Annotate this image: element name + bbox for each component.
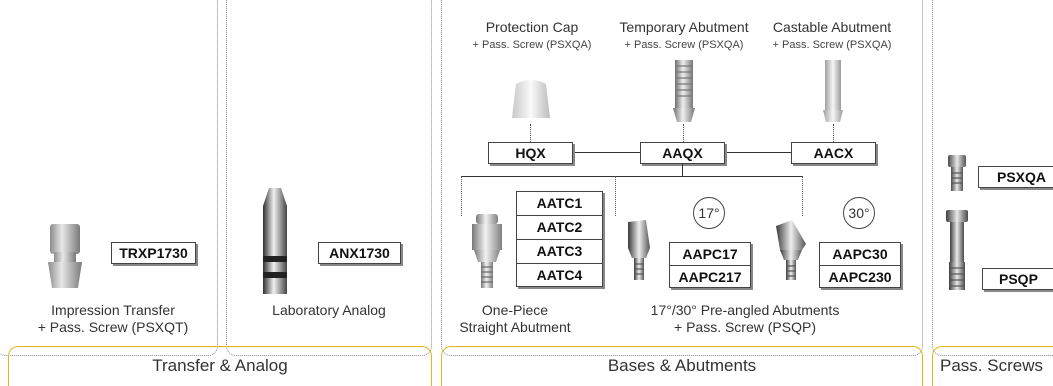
sub-temporary-abutment: + Pass. Screw (PSXQA) xyxy=(624,39,744,51)
angled-30-abutment-image xyxy=(776,220,806,280)
connector-aaqx-down xyxy=(682,164,683,176)
straight-abutment-image xyxy=(472,214,502,288)
caption-impression-transfer-1: Impression Transfer xyxy=(51,302,175,318)
temporary-abutment-image xyxy=(673,60,695,122)
connector-30-down xyxy=(802,176,803,216)
code-list-30: AAPC30 AAPC230 xyxy=(819,242,901,288)
code-aacx: AACX xyxy=(791,142,876,164)
code-aapc30: AAPC30 xyxy=(820,243,900,266)
code-aatc3: AATC3 xyxy=(517,240,602,264)
code-aaqx: AAQX xyxy=(640,142,725,164)
code-trxp1730: TRXP1730 xyxy=(111,242,196,264)
code-list-straight: AATC1 AATC2 AATC3 AATC4 xyxy=(516,191,603,287)
connector-hqx-image xyxy=(530,124,531,142)
title-castable-abutment: Castable Abutment xyxy=(772,19,892,35)
code-aatc2: AATC2 xyxy=(517,216,602,240)
code-anx1730: ANX1730 xyxy=(318,242,401,264)
code-hqx: HQX xyxy=(488,142,573,164)
connector-hqx-aaqx xyxy=(573,152,640,153)
caption-impression-transfer-2: + Pass. Screw (PSXQT) xyxy=(37,319,189,335)
code-aapc17: AAPC17 xyxy=(670,243,750,266)
laboratory-analog-image xyxy=(263,188,287,294)
bracket-bases-abutments xyxy=(441,346,923,386)
caption-straight-1: One-Piece xyxy=(481,302,549,318)
caption-angled-2: + Pass. Screw (PSQP) xyxy=(674,319,816,335)
panel-bases-abutments xyxy=(441,0,923,356)
connector-17-down xyxy=(615,176,616,216)
castable-abutment-image xyxy=(823,60,843,122)
code-psxqa: PSXQA xyxy=(978,166,1053,188)
angle-17-badge: 17° xyxy=(693,197,725,229)
caption-straight-2: Straight Abutment xyxy=(459,319,571,335)
code-psqp: PSQP xyxy=(982,268,1053,290)
connector-tree-horizontal xyxy=(461,176,802,177)
title-protection-cap: Protection Cap xyxy=(485,19,579,35)
bracket-pass-screws xyxy=(932,346,1053,386)
impression-transfer-image xyxy=(48,224,82,288)
panel-laboratory-analog xyxy=(226,0,432,356)
connector-aaqx-aacx xyxy=(725,152,791,153)
code-aapc217: AAPC217 xyxy=(678,269,742,285)
caption-angled-1: 17°/30° Pre-angled Abutments xyxy=(650,302,840,318)
caption-laboratory-analog: Laboratory Analog xyxy=(272,302,386,318)
connector-aaqx-image xyxy=(683,124,684,142)
section-label-bases-abutments: Bases & Abutments xyxy=(607,356,757,375)
panel-impression-transfer xyxy=(0,0,218,356)
psqp-screw-image xyxy=(946,210,968,290)
code-list-17: AAPC17 AAPC217 xyxy=(669,242,751,288)
connector-straight-down xyxy=(461,176,462,216)
sub-castable-abutment: + Pass. Screw (PSXQA) xyxy=(772,39,892,51)
section-label-transfer-analog: Transfer & Analog xyxy=(152,356,288,375)
angle-30-badge: 30° xyxy=(843,197,875,229)
code-aatc1: AATC1 xyxy=(517,192,602,216)
section-label-pass-screws: Pass. Screws xyxy=(940,356,1043,375)
title-temporary-abutment: Temporary Abutment xyxy=(619,19,749,35)
sub-protection-cap: + Pass. Screw (PSXQA) xyxy=(472,39,592,51)
bracket-transfer-analog xyxy=(8,346,432,386)
connector-aacx-image xyxy=(833,124,834,142)
code-aatc4: AATC4 xyxy=(536,267,583,283)
psxqa-screw-image xyxy=(948,155,966,191)
angled-17-abutment-image xyxy=(628,220,650,280)
protection-cap-image xyxy=(512,80,550,118)
code-aapc230: AAPC230 xyxy=(828,269,892,285)
